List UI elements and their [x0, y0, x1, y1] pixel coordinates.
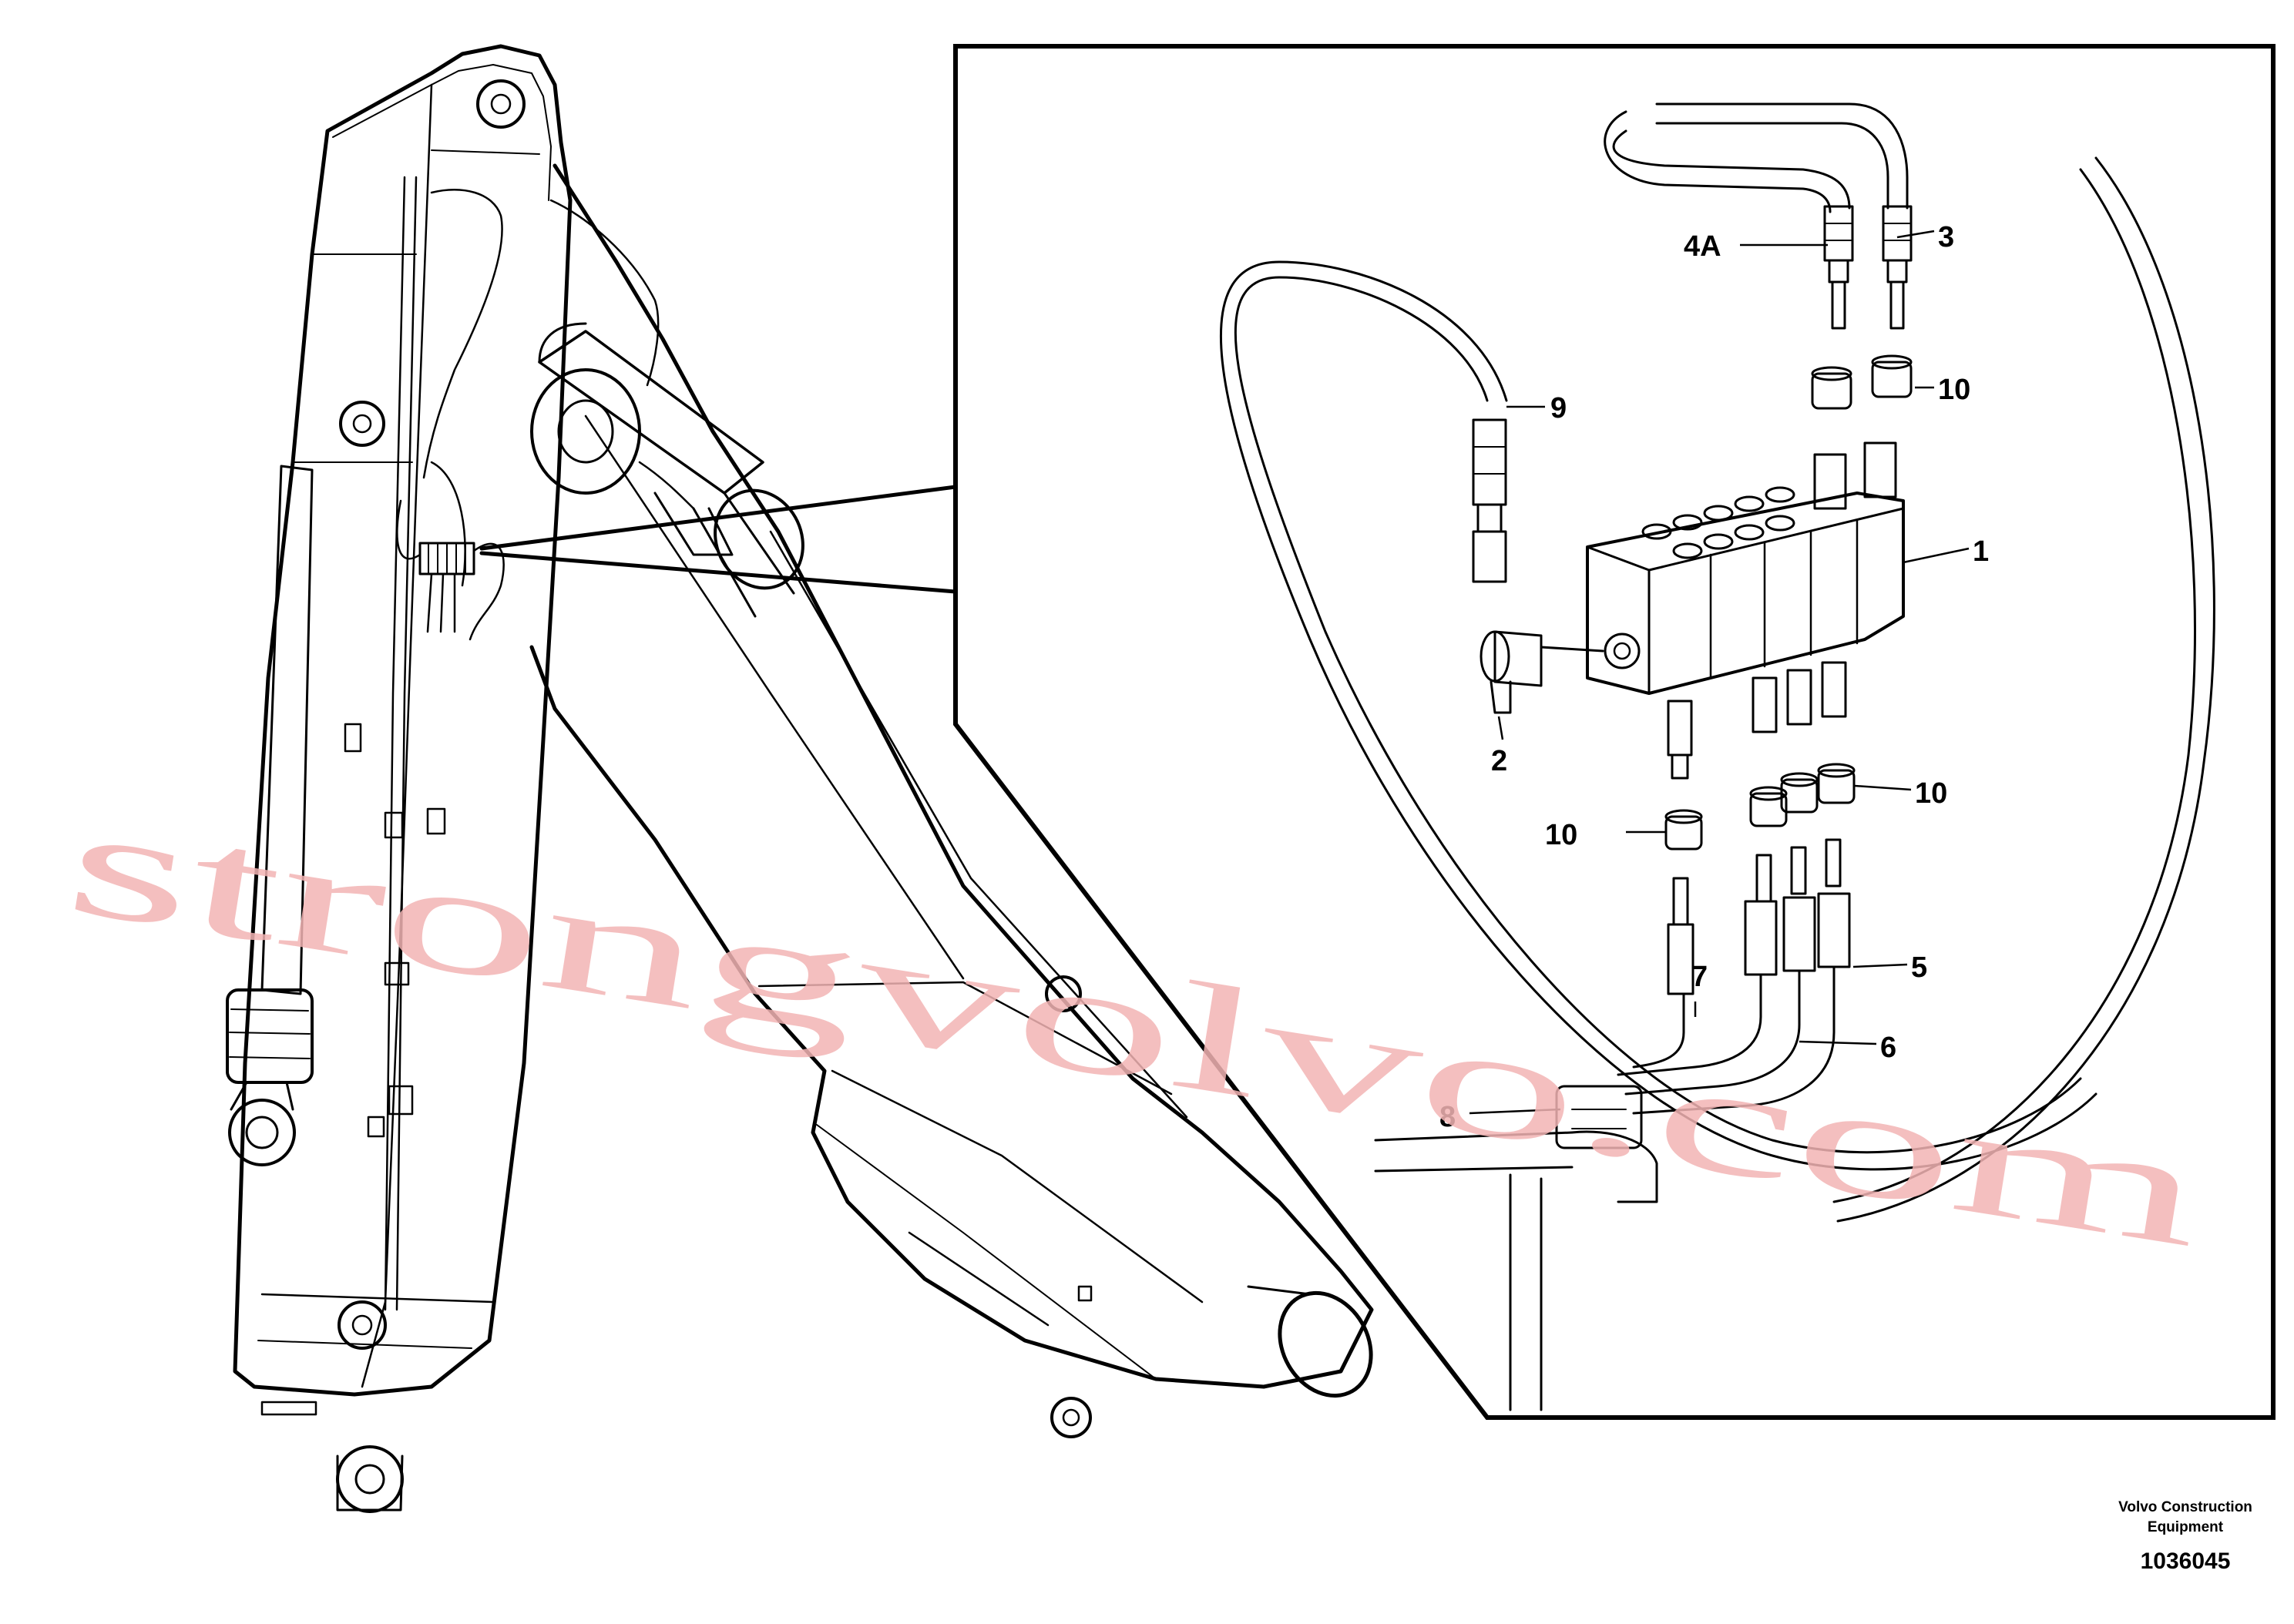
detail-drawing	[1219, 102, 2215, 1411]
callout-3: 3	[1938, 221, 1954, 253]
detail-inset: 1 2 3 4A 5 6 7 8 9 10 10 10	[953, 44, 2276, 1420]
callout-1: 1	[1973, 535, 1989, 568]
callout-9: 9	[1550, 392, 1567, 424]
dipper-arm	[226, 44, 573, 1513]
callout-6: 6	[1880, 1032, 1896, 1064]
callout-leaders	[1469, 230, 1970, 1115]
callout-2: 2	[1491, 745, 1507, 777]
drawing-number: 1036045	[2141, 1549, 2231, 1574]
footer-company-line1: Volvo Construction	[2118, 1499, 2252, 1515]
boom	[529, 163, 1374, 1438]
footer-company-line2: Equipment	[2148, 1519, 2224, 1535]
callout-4a: 4A	[1684, 230, 1721, 263]
callout-labels: 1 2 3 4A 5 6 7 8 9 10 10 10	[1439, 221, 1989, 1133]
callout-10-top: 10	[1938, 374, 1970, 406]
footer-credit: Volvo Construction Equipment 1036045	[2118, 1499, 2252, 1574]
boom-arm-drawing	[226, 44, 1374, 1513]
callout-7: 7	[1691, 961, 1708, 993]
callout-8: 8	[1439, 1101, 1456, 1133]
callout-5: 5	[1911, 951, 1927, 984]
callout-10-right: 10	[1915, 777, 1947, 810]
callout-10-left: 10	[1545, 819, 1577, 851]
